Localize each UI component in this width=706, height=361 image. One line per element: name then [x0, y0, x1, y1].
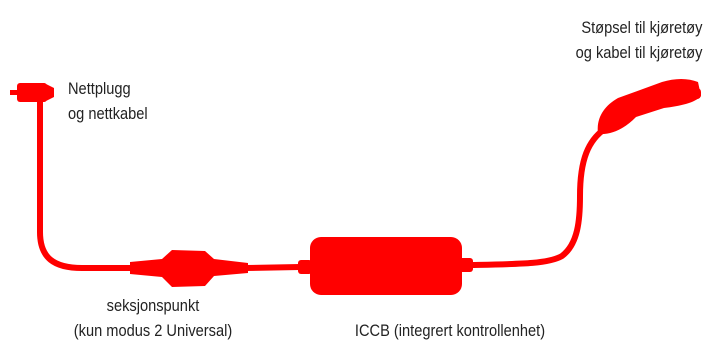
iccb-box	[298, 237, 473, 295]
mid-cable	[243, 264, 303, 271]
section-point-label-line1: seksjonspunkt	[106, 296, 200, 315]
vehicle-connector	[597, 79, 701, 135]
section-point-label: seksjonspunkt (kun modus 2 Universal)	[28, 293, 277, 343]
section-point-connector	[130, 250, 248, 287]
iccb-strain-relief-right	[459, 258, 473, 272]
mains-plug-label-line2: og nettkabel	[68, 104, 148, 123]
mains-plug-label-line1: Nettplugg	[68, 79, 131, 98]
vehicle-plug-label-line1: Støpsel til kjøretøy	[580, 18, 702, 37]
mains-plug	[10, 83, 54, 102]
mains-plug-pin	[10, 90, 19, 95]
vehicle-connector-body	[597, 79, 701, 135]
mains-plug-label: Nettplugg og nettkabel	[68, 76, 148, 126]
vehicle-plug-label-line2: og kabel til kjøretøy	[575, 43, 702, 62]
vehicle-plug-label: Støpsel til kjøretøy og kabel til kjøret…	[575, 15, 702, 65]
mains-plug-grip	[44, 83, 54, 102]
mains-plug-body	[17, 83, 47, 102]
iccb-housing	[310, 237, 462, 295]
iccb-label-line1: ICCB (integrert kontrollenhet)	[354, 321, 546, 340]
section-point-body	[130, 250, 248, 287]
section-point-label-line2: (kun modus 2 Universal)	[73, 321, 233, 340]
iccb-label: ICCB (integrert kontrollenhet)	[321, 318, 579, 343]
vehicle-connector-nose	[682, 88, 701, 99]
vehicle-cable	[467, 125, 609, 268]
mains-cable	[37, 99, 135, 271]
iccb-strain-relief-left	[298, 260, 312, 274]
